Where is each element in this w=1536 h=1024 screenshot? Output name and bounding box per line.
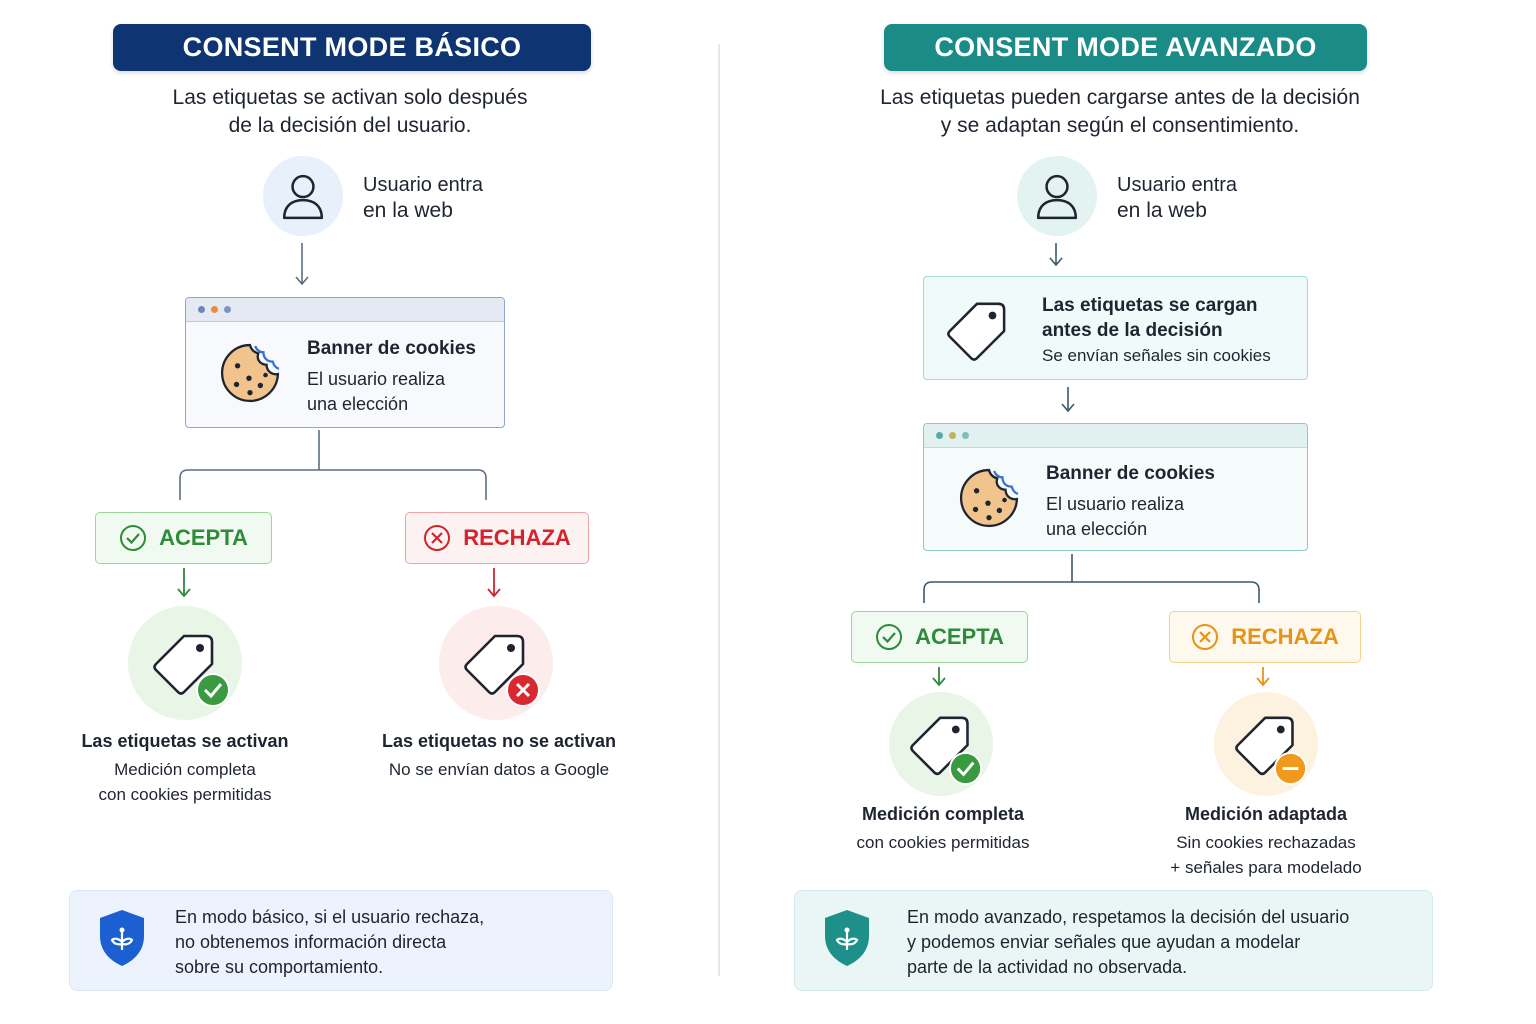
basic-subtitle: Las etiquetas se activan solo después de…	[100, 84, 600, 140]
advanced-reject-box: RECHAZA	[1169, 611, 1361, 663]
advanced-banner-title: Banner de cookies	[1046, 463, 1215, 484]
basic-accept-result-text: Medición completa con cookies permitidas	[60, 757, 310, 807]
advanced-note-line1: En modo avanzado, respetamos la decisión…	[907, 907, 1350, 927]
advanced-connectors	[923, 243, 1270, 687]
advanced-note-line2: y podemos enviar señales que ayudan a mo…	[907, 932, 1301, 952]
basic-note-text: En modo básico, si el usuario rechaza, n…	[175, 905, 484, 980]
basic-user-icon-bg	[263, 156, 343, 236]
advanced-preload-title1: Las etiquetas se cargan	[1042, 295, 1258, 316]
basic-reject-box: RECHAZA	[405, 512, 589, 564]
basic-reject-label: RECHAZA	[463, 525, 571, 550]
advanced-reject-result-title: Medición adaptada	[1184, 804, 1348, 824]
browser-bar	[186, 298, 504, 322]
basic-banner-line1: El usuario realiza	[307, 369, 446, 389]
advanced-subtitle-line2: y se adaptan según el consentimiento.	[940, 114, 1300, 137]
basic-note-line3: sobre su comportamiento.	[175, 957, 384, 977]
advanced-note-text: En modo avanzado, respetamos la decisión…	[907, 905, 1349, 980]
x-circle-icon	[1192, 624, 1219, 650]
basic-reject-result-line1: No se envían datos a Google	[388, 760, 610, 779]
advanced-reject-result-text: Sin cookies rechazadas + señales para mo…	[1140, 830, 1392, 880]
center-divider	[718, 44, 720, 976]
advanced-accept-label: ACEPTA	[915, 624, 1004, 649]
advanced-accept-box: ACEPTA	[851, 611, 1028, 663]
shield-icon	[825, 910, 869, 966]
tag-minus-icon	[1235, 716, 1308, 786]
advanced-reject-result-line2: + señales para modelado	[1170, 858, 1362, 877]
basic-banner-text: El usuario realiza una elección	[307, 367, 445, 417]
basic-connectors	[177, 243, 501, 598]
advanced-user-line2: en la web	[1117, 199, 1207, 222]
browser-bar	[924, 424, 1307, 448]
advanced-user-text: Usuario entra en la web	[1117, 172, 1237, 224]
advanced-note-line3: parte de la actividad no observada.	[907, 957, 1188, 977]
advanced-user-line1: Usuario entra	[1117, 174, 1238, 196]
basic-accept-box: ACEPTA	[95, 512, 272, 564]
basic-accept-result-title: Las etiquetas se activan	[81, 731, 289, 751]
advanced-subtitle-line1: Las etiquetas pueden cargarse antes de l…	[880, 86, 1360, 109]
shield-icon	[100, 910, 144, 966]
advanced-note	[794, 890, 1433, 991]
basic-note	[69, 890, 613, 991]
tag-check-icon	[910, 716, 983, 786]
cookie-icon	[220, 343, 280, 403]
advanced-title: CONSENT MODE AVANZADO	[884, 24, 1367, 71]
tag-check-icon	[153, 634, 230, 707]
basic-note-line1: En modo básico, si el usuario rechaza,	[175, 907, 485, 927]
basic-banner-title: Banner de cookies	[307, 338, 476, 359]
tag-x-icon	[464, 634, 540, 707]
basic-reject-result-title: Las etiquetas no se activan	[381, 731, 617, 751]
advanced-user-icon-bg	[1017, 156, 1097, 236]
basic-reject-result-text: No se envían datos a Google	[368, 757, 630, 782]
advanced-banner-line2: una elección	[1046, 519, 1148, 539]
advanced-banner-line1: El usuario realiza	[1046, 494, 1185, 514]
basic-subtitle-line2: de la decisión del usuario.	[228, 114, 472, 137]
advanced-accept-result-title: Medición completa	[861, 804, 1025, 824]
basic-accept-result-line2: con cookies permitidas	[98, 785, 272, 804]
basic-accept-label: ACEPTA	[159, 525, 248, 550]
advanced-preload-title: Las etiquetas se cargan antes de la deci…	[1042, 293, 1257, 343]
check-circle-icon	[876, 624, 903, 650]
advanced-reject-result-line1: Sin cookies rechazadas	[1176, 833, 1356, 852]
advanced-reject-label: RECHAZA	[1231, 624, 1339, 649]
x-circle-icon	[424, 525, 451, 551]
basic-user-text: Usuario entra en la web	[363, 172, 483, 224]
basic-title: CONSENT MODE BÁSICO	[113, 24, 591, 71]
basic-subtitle-line1: Las etiquetas se activan solo después	[172, 86, 528, 109]
cookie-icon	[959, 468, 1019, 528]
basic-note-line2: no obtenemos información directa	[175, 932, 447, 952]
advanced-banner-text: El usuario realiza una elección	[1046, 492, 1184, 542]
advanced-accept-result-line1: con cookies permitidas	[856, 833, 1030, 852]
basic-accept-result-line1: Medición completa	[114, 760, 256, 779]
advanced-preload-title2: antes de la decisión	[1042, 320, 1223, 341]
advanced-accept-result-text: con cookies permitidas	[820, 830, 1066, 855]
basic-user-line2: en la web	[363, 199, 453, 222]
advanced-subtitle: Las etiquetas pueden cargarse antes de l…	[820, 84, 1420, 140]
basic-banner-line2: una elección	[307, 394, 409, 414]
check-circle-icon	[120, 525, 147, 551]
basic-user-line1: Usuario entra	[363, 174, 484, 196]
tag-icon	[947, 302, 1006, 361]
advanced-preload-line: Se envían señales sin cookies	[1042, 346, 1271, 365]
